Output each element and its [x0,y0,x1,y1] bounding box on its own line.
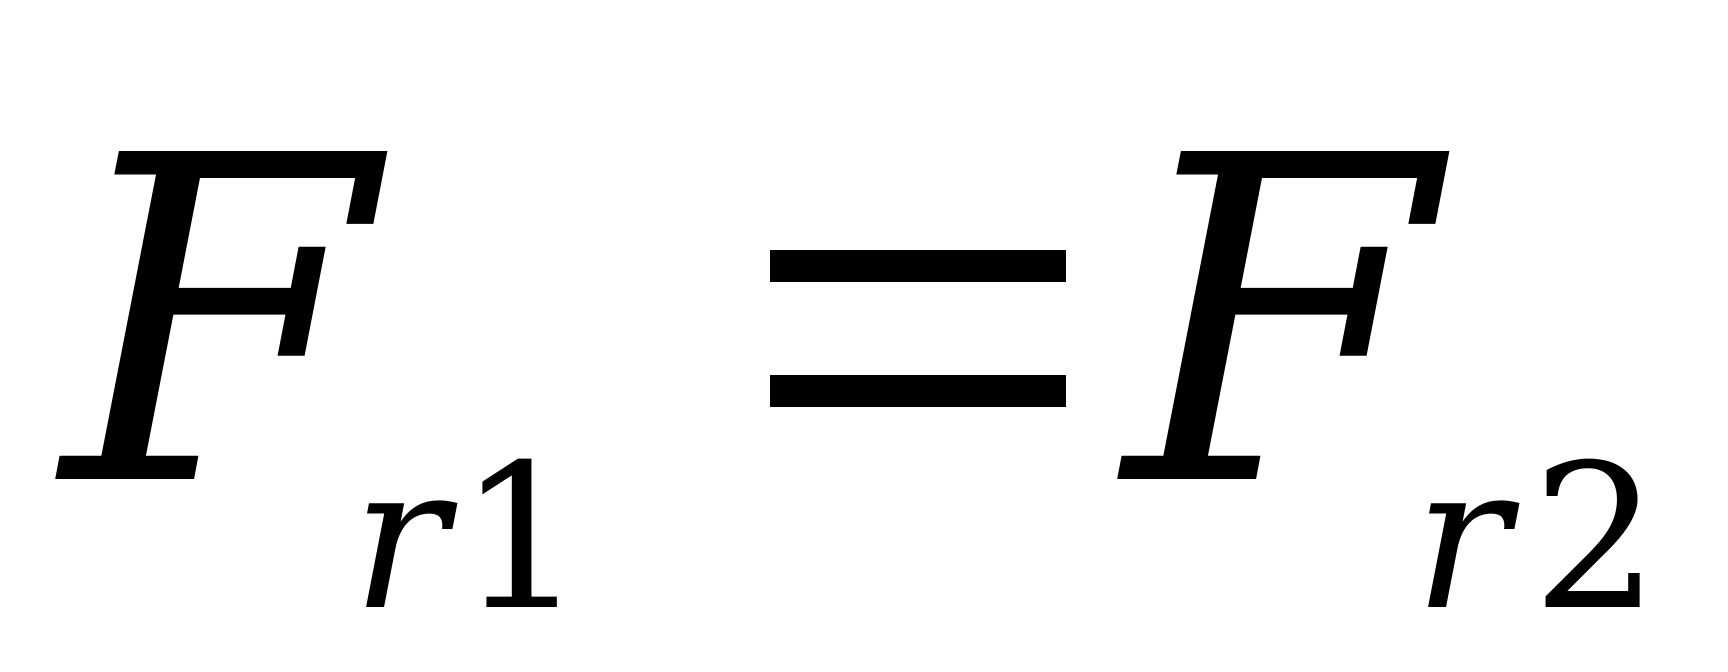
equals-text: = [0,0,1,1]
right-subscript-index: 2 [1532,422,1659,655]
equals-sign: = [0,0,1066,407]
left-base-symbol: F [55,62,393,586]
formula-left-term: F r 1 [55,62,585,655]
formula-right-term: F r 2 [1117,62,1659,655]
equals-bar-bottom [770,375,1066,407]
left-subscript-variable: r [352,422,458,655]
right-base-symbol: F [1117,62,1455,586]
equals-bar-top [770,250,1066,282]
right-subscript-variable: r [1414,422,1520,655]
left-subscript-index: 1 [458,422,585,655]
